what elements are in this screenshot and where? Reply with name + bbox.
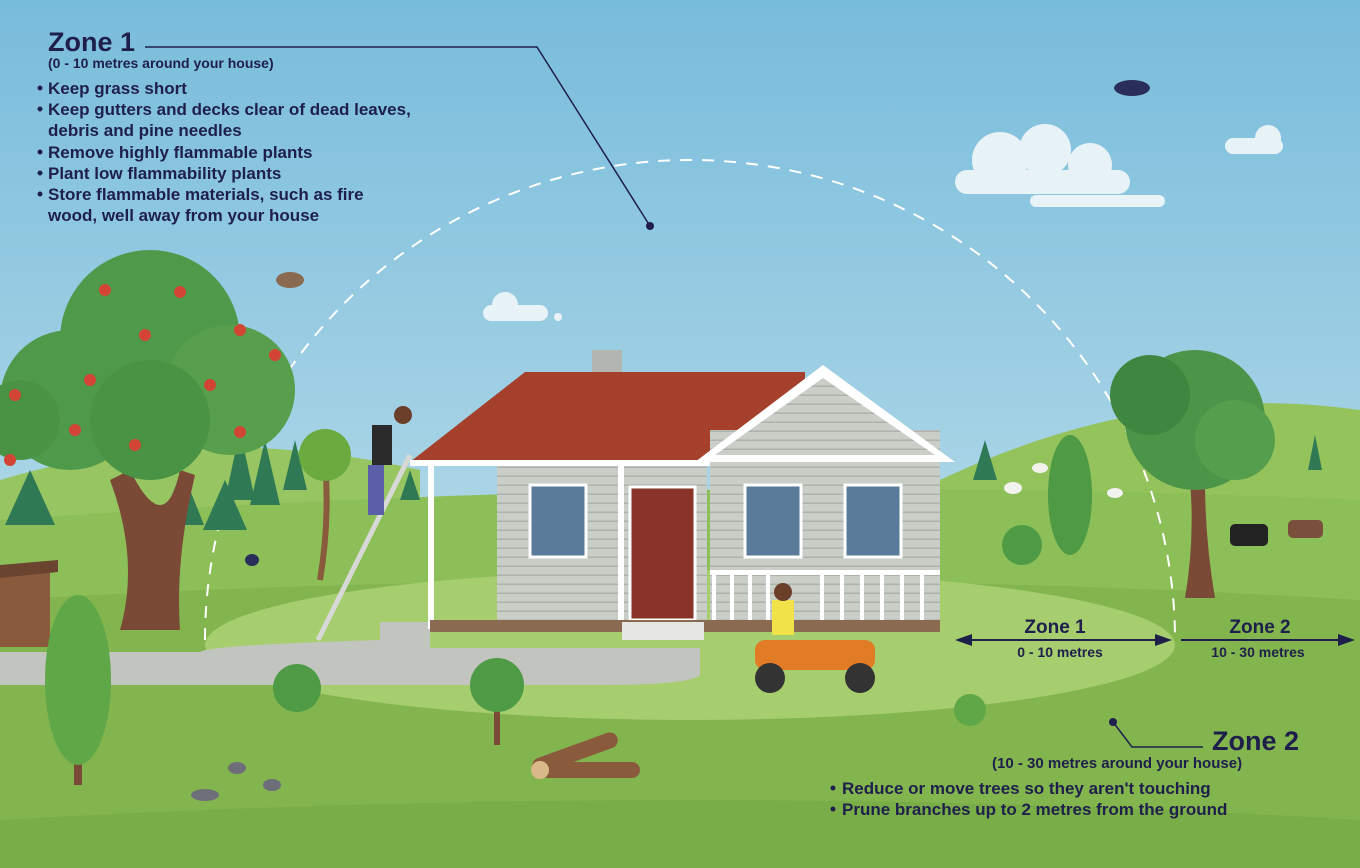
chimney — [592, 350, 622, 375]
zone1-title: Zone 1 — [48, 27, 135, 57]
window — [843, 483, 903, 559]
zone1-bullet: debris and pine needles — [48, 121, 242, 140]
small-tree — [1002, 525, 1042, 565]
zone1-info-panel: Zone 1 (0 - 10 metres around your house)… — [37, 27, 654, 230]
pohutukawa-tree — [0, 250, 295, 630]
ride-on-mower — [755, 583, 875, 693]
shrub — [273, 664, 321, 712]
zone1-marker-label: Zone 1 — [1024, 617, 1086, 638]
house — [410, 350, 955, 640]
zone2-info-panel: Zone 2 (10 - 30 metres around your house… — [830, 718, 1299, 819]
small-tree-front — [470, 658, 524, 745]
driveway — [0, 622, 700, 685]
zone2-subtitle: (10 - 30 metres around your house) — [992, 755, 1242, 772]
woodshed — [0, 560, 58, 647]
zone1-bullet: Store flammable materials, such as fire — [48, 185, 364, 204]
zone1-bullet: Remove highly flammable plants — [48, 143, 313, 162]
oak-tree-right — [1110, 350, 1275, 598]
zone2-bullet: Prune branches up to 2 metres from the g… — [842, 800, 1227, 819]
zone2-leader-line — [1112, 721, 1203, 748]
firewood-pile — [531, 732, 640, 779]
cypress-tree-left — [45, 595, 111, 785]
front-door — [628, 485, 697, 622]
zone1-bullet: wood, well away from your house — [47, 206, 319, 225]
arrow-left-icon — [955, 634, 972, 646]
zone1-leader-line — [145, 46, 651, 227]
zone2-marker-range: 10 - 30 metres — [1211, 644, 1305, 660]
poplar-tree — [1048, 435, 1092, 555]
zone2-marker-label: Zone 2 — [1229, 617, 1290, 638]
clouds — [483, 124, 1283, 321]
window — [743, 483, 803, 559]
zone2-bullet: Reduce or move trees so they aren't touc… — [842, 779, 1211, 798]
roof — [410, 372, 805, 462]
shrub — [954, 694, 986, 726]
cabbage-tree — [299, 429, 351, 581]
arrow-right-icon — [1338, 634, 1355, 646]
zone1-bullet: Keep gutters and decks clear of dead lea… — [48, 100, 411, 119]
distance-markers: Zone 1 0 - 10 metres Zone 2 10 - 30 metr… — [955, 617, 1355, 660]
zone1-subtitle: (0 - 10 metres around your house) — [48, 55, 274, 71]
person-on-ladder — [315, 406, 413, 642]
zone2-title: Zone 2 — [1212, 726, 1299, 756]
zone1-marker-range: 0 - 10 metres — [1017, 644, 1103, 660]
arrow-right-icon — [1155, 634, 1172, 646]
grass-foreground — [0, 800, 1360, 868]
zone1-bullet: Keep grass short — [48, 79, 187, 98]
window — [528, 483, 588, 559]
animals — [191, 80, 1323, 801]
zone1-bullet: Plant low flammability plants — [48, 164, 281, 183]
veranda-railing — [710, 570, 940, 620]
